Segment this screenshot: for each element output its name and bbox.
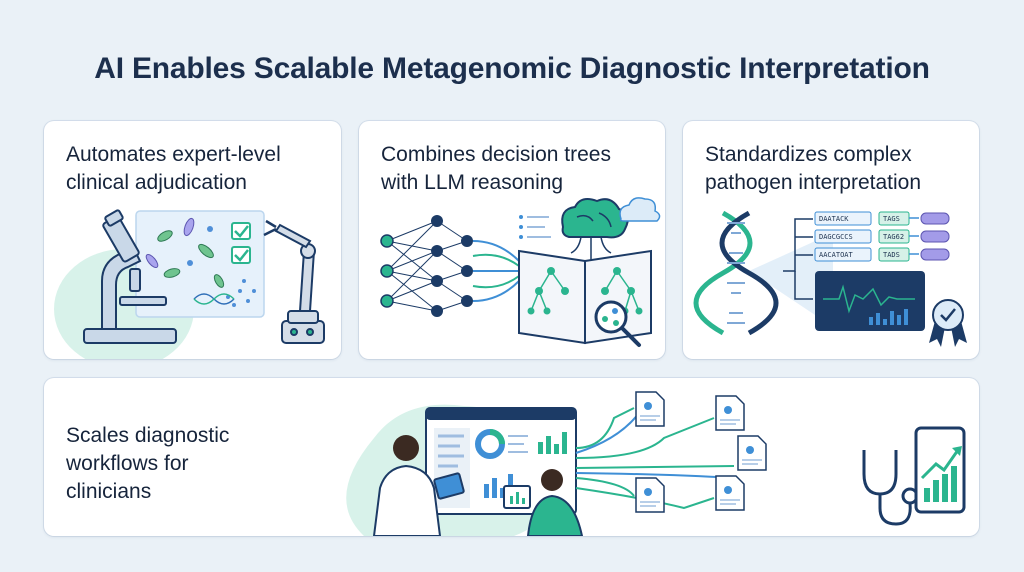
decision-tree-illustration (380, 197, 661, 347)
tag-label: TAG62 (883, 233, 904, 241)
card-title: Scales diagnostic workflows for clinicia… (66, 424, 230, 503)
clinician-icon (503, 469, 584, 536)
neural-network-icon (380, 215, 473, 317)
monitor-icon (815, 271, 925, 331)
chart-icon (914, 426, 966, 514)
page-title: AI Enables Scalable Metagenomic Diagnost… (94, 52, 930, 85)
clinician-workflow-illustration (346, 391, 966, 536)
pathogen-illustration: DAATACK DAGCGCCS AACATOAT TAGS TAG62 TAD… (693, 210, 967, 347)
card-pathogen-interpretation: Standardizes complex pathogen interpreta… (683, 121, 979, 359)
card-decision-trees: Combines decision trees with LLM reasoni… (359, 121, 665, 359)
document-icon (635, 391, 767, 513)
card-title: Combines decision trees with LLM reasoni… (381, 143, 611, 194)
stethoscope-icon (862, 450, 919, 526)
cloud-icon (619, 197, 661, 222)
microscope-icon (83, 209, 177, 344)
clinician-icon (372, 435, 465, 536)
award-ribbon-icon (929, 299, 967, 347)
robot-arm-icon (263, 219, 325, 344)
sequence-label: DAATACK (819, 215, 849, 223)
magnifier-icon (594, 300, 641, 347)
card-title: Standardizes complex pathogen interpreta… (705, 143, 921, 194)
tag-label: TADS (883, 251, 900, 259)
brain-icon (561, 198, 629, 261)
clinical-adjudication-illustration (54, 209, 325, 359)
card-scales-workflows: Scales diagnostic workflows for clinicia… (44, 378, 979, 536)
tag-label: TAGS (883, 215, 900, 223)
sequence-label: AACATOAT (819, 251, 854, 259)
card-title: Automates expert-level clinical adjudica… (66, 143, 281, 194)
dna-icon (693, 210, 779, 336)
open-book-icon (518, 249, 652, 345)
sequence-label: DAGCGCCS (819, 233, 853, 241)
card-clinical-adjudication: Automates expert-level clinical adjudica… (44, 121, 341, 359)
